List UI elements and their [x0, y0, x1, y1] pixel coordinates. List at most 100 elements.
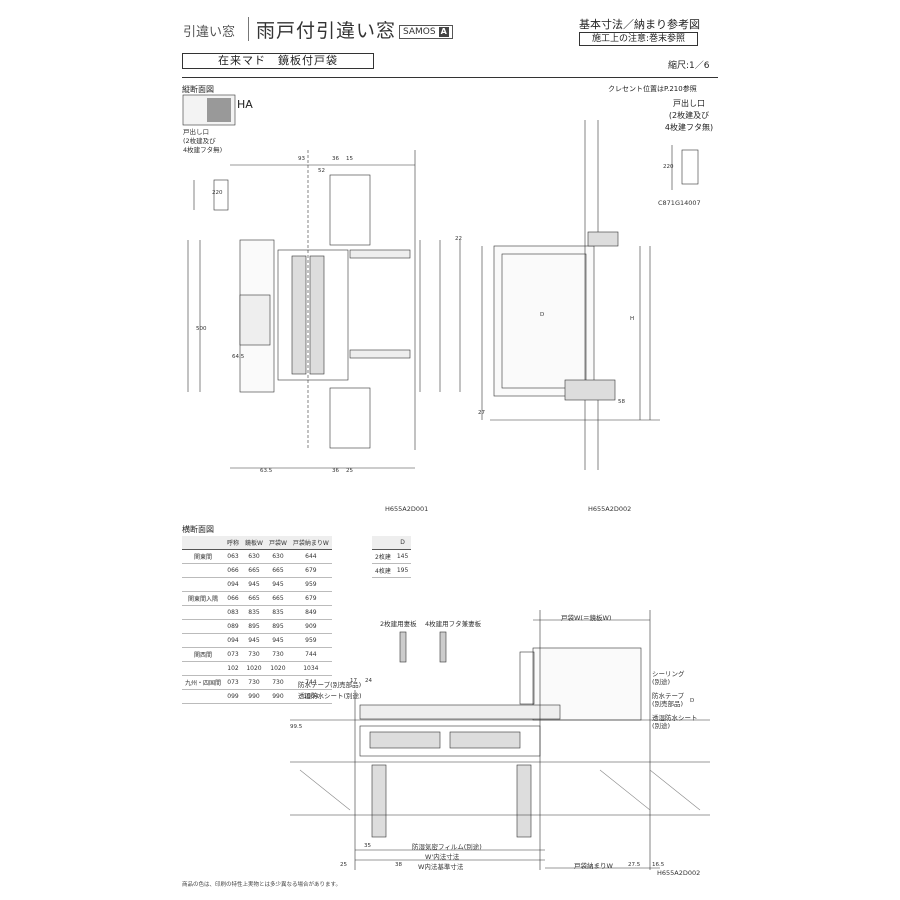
header-rule	[182, 77, 718, 78]
vertical-section-label: 縦断面図	[182, 85, 214, 94]
table-cell: 099	[224, 689, 243, 704]
label-sealing-right: シーリング (別途)	[652, 670, 685, 686]
dim-52: 52	[318, 168, 325, 174]
shutter-panel	[239, 294, 271, 346]
table-cell: 094	[224, 577, 243, 592]
dim-64-5: 64.5	[232, 354, 245, 360]
table-cell: 関東間	[182, 549, 225, 564]
table-cell: 063	[224, 549, 243, 564]
table-header-code: 呼称	[224, 536, 243, 550]
category-label: 引違い窓	[183, 25, 236, 40]
window-frame-left	[277, 249, 349, 381]
horizontal-section-label: 横断面図	[182, 525, 214, 534]
table-cell: 945	[265, 633, 290, 648]
table-cell: 665	[265, 591, 290, 606]
table-cell: 730	[242, 675, 266, 690]
sash-left-horizontal	[369, 731, 441, 749]
dim-63-5: 63.5	[260, 468, 273, 474]
scale-label: 縮尺:1／6	[668, 61, 710, 71]
table-cell: 102	[224, 661, 243, 676]
table-cell: 089	[224, 619, 243, 634]
label-tape-left: 防水テープ(別売部品)	[298, 681, 362, 689]
dim-500: 500	[196, 326, 207, 332]
dim-H: H	[630, 316, 634, 322]
table-cell: 073	[224, 647, 243, 662]
table-cell: 073	[224, 675, 243, 690]
dim-24: 24	[365, 678, 372, 684]
table-cell: 関東間入隅	[182, 591, 225, 606]
table-cell: 895	[242, 619, 266, 634]
dim-35: 35	[364, 843, 371, 849]
table-cell	[182, 619, 225, 634]
footnote: 商品の色は、印刷の特性上実物とは多少異なる場合があります。	[182, 882, 341, 888]
table-cell: 1004	[289, 689, 332, 704]
table-cell: 744	[289, 647, 332, 662]
table-header-region	[182, 536, 225, 550]
table-cell: 835	[265, 605, 290, 620]
table-cell: 945	[265, 577, 290, 592]
construction-note: 施工上の注意:巻末参照	[579, 32, 698, 46]
dim-D-h: D	[690, 698, 694, 704]
table-header-tw: 戸袋W	[265, 536, 290, 550]
dim-27-5: 27.5	[628, 862, 641, 868]
table-cell: 066	[224, 591, 243, 606]
subtitle-box: 在来マド 鏡板付戸袋	[182, 53, 374, 69]
table-cell	[182, 563, 225, 578]
right-bracket	[681, 149, 699, 185]
panel-label-two: 2枚建用妻板	[380, 620, 417, 628]
dim-36b: 36	[332, 468, 339, 474]
outlet-right-label: 戸出し口 (2枚建及び 4枚建フタ無)	[664, 99, 714, 132]
dim-99-5: 99.5	[290, 724, 303, 730]
dim-box-w: 戸袋W(＝鏡板W)	[561, 614, 612, 622]
label-film: 防湿気密フィルム(別途)	[412, 843, 482, 851]
table-cell: 990	[242, 689, 266, 704]
d-table-head: D	[393, 536, 412, 550]
table-cell	[182, 633, 225, 648]
table-cell	[182, 577, 225, 592]
mirror-panel	[501, 253, 587, 389]
brand-name: SAMOS	[403, 27, 436, 37]
dim-38: 38	[395, 862, 402, 868]
ha-icon-fill	[207, 98, 231, 122]
table-cell: 1034	[289, 661, 332, 676]
table-cell: 2枚建	[372, 549, 394, 564]
model-label: HA	[237, 98, 253, 111]
dim-36: 36	[332, 156, 339, 162]
brand-suffix: A	[438, 27, 449, 37]
table-cell: 1020	[265, 661, 290, 676]
table-cell: 630	[265, 549, 290, 564]
page-title: 雨戸付引違い窓	[256, 20, 397, 42]
table-cell: 945	[242, 577, 266, 592]
label-tape-right: 防水テープ (別売部品)	[652, 692, 685, 708]
code-center: H655A2D002	[588, 505, 632, 513]
d-table-header: D	[372, 536, 412, 550]
table-cell: 959	[289, 577, 332, 592]
table-cell: 630	[242, 549, 266, 564]
post-left	[371, 764, 387, 838]
table-cell: 665	[265, 563, 290, 578]
table-cell: 644	[289, 549, 332, 564]
sash-outer	[291, 255, 307, 375]
size-table-header: 呼称 鏡板W 戸袋W 戸袋納まりW	[182, 536, 332, 550]
dim-box-width: 戸袋納まりW	[574, 862, 613, 870]
post-right	[516, 764, 532, 838]
table-cell	[182, 605, 225, 620]
code-left: H655A2D001	[385, 505, 429, 513]
table-cell: 665	[242, 591, 266, 606]
panel-two	[399, 631, 407, 663]
table-cell: 195	[393, 563, 412, 578]
panel-label-four: 4枚建用フタ兼妻板	[425, 620, 482, 628]
table-cell	[182, 689, 225, 704]
table-cell: 関西間	[182, 647, 225, 662]
